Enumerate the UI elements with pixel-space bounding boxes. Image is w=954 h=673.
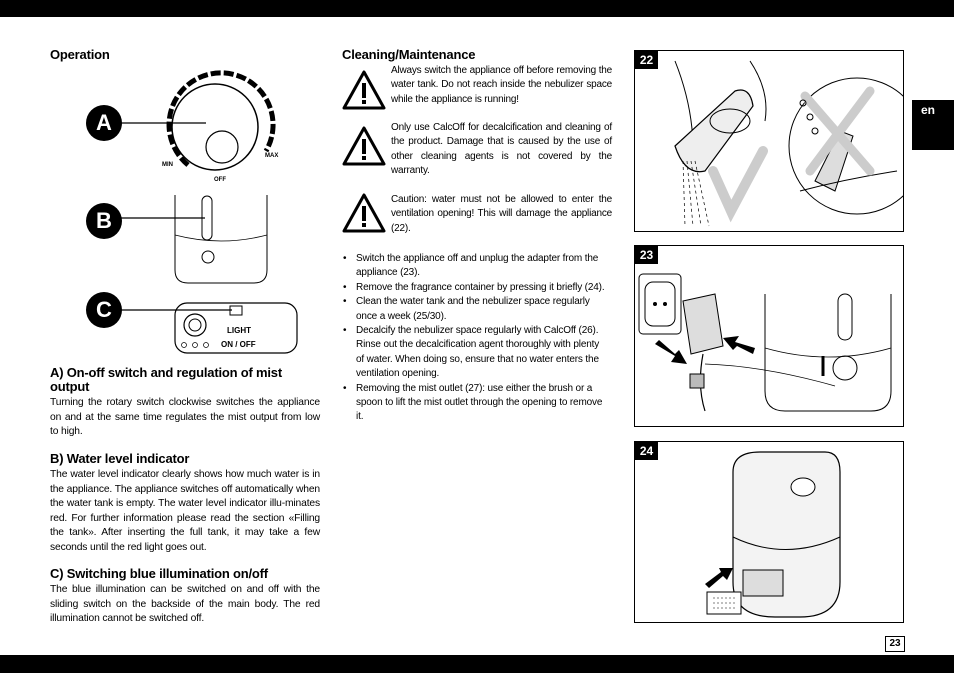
top-bar — [0, 0, 954, 17]
section-b-heading: B) Water level indicator — [50, 451, 190, 466]
warning-1: Always switch the appliance off before r… — [342, 64, 612, 112]
rinsing-tank-illustration — [674, 60, 903, 227]
operation-heading: Operation — [50, 47, 110, 62]
operation-illustration: MIN OFF MAX LIGHT ON / OFF — [120, 70, 298, 354]
dial-off-label: OFF — [214, 177, 226, 183]
warning-2-text: Only use CalcOff for decalcification and… — [391, 122, 612, 176]
warning-3: Caution: water must not be allowed to en… — [342, 193, 612, 237]
warning-triangle-icon — [342, 70, 386, 110]
callout-a: A — [86, 105, 122, 141]
callout-b: B — [86, 203, 122, 239]
cleaning-steps-list: Switch the appliance off and unplug the … — [342, 252, 608, 425]
bottom-bar — [0, 655, 954, 673]
rotary-dial-icon: MIN OFF MAX — [120, 70, 278, 183]
section-c-heading: C) Switching blue illumination on/off — [50, 566, 268, 581]
page-number: 23 — [885, 636, 905, 652]
list-item: Switch the appliance off and unplug the … — [342, 252, 608, 281]
warning-3-text: Caution: water must not be allowed to en… — [391, 194, 612, 234]
dial-min-label: MIN — [162, 162, 173, 168]
language-tab: en — [912, 100, 954, 150]
figure-22: 22 — [634, 50, 904, 232]
figure-number: 24 — [635, 442, 658, 460]
section-c-text: The blue illumination can be switched on… — [50, 584, 320, 624]
section-a-text: Turning the rotary switch clockwise swit… — [50, 397, 320, 437]
switch-on-off-label: ON / OFF — [221, 340, 256, 349]
figure-24: 24 — [634, 441, 904, 623]
unplug-adapter-illustration — [638, 273, 892, 412]
figure-number: 22 — [635, 51, 658, 69]
list-item: Clean the water tank and the nebulizer s… — [342, 295, 608, 324]
callout-c: C — [86, 292, 122, 328]
warning-1-text: Always switch the appliance off before r… — [391, 65, 612, 105]
figure-number: 23 — [635, 246, 658, 264]
section-b-text: The water level indicator clearly shows … — [50, 469, 320, 553]
dial-max-label: MAX — [265, 153, 278, 159]
figure-23: 23 — [634, 245, 904, 427]
water-level-indicator-icon — [120, 195, 268, 284]
list-item: Removing the mist outlet (27): use eithe… — [342, 382, 608, 425]
section-a-heading: A) On-off switch and regulation of mist … — [50, 365, 282, 394]
remove-fragrance-container-illustration — [705, 451, 841, 618]
warning-triangle-icon — [342, 126, 386, 166]
warning-2: Only use CalcOff for decalcification and… — [342, 121, 612, 181]
illumination-switch-icon: LIGHT ON / OFF — [120, 302, 298, 354]
warning-triangle-icon — [342, 193, 386, 233]
list-item: Remove the fragrance container by pressi… — [342, 281, 608, 296]
switch-light-label: LIGHT — [227, 326, 251, 335]
list-item: Decalcify the nebulizer space regularly … — [342, 324, 608, 382]
cleaning-heading: Cleaning/Maintenance — [342, 47, 476, 62]
